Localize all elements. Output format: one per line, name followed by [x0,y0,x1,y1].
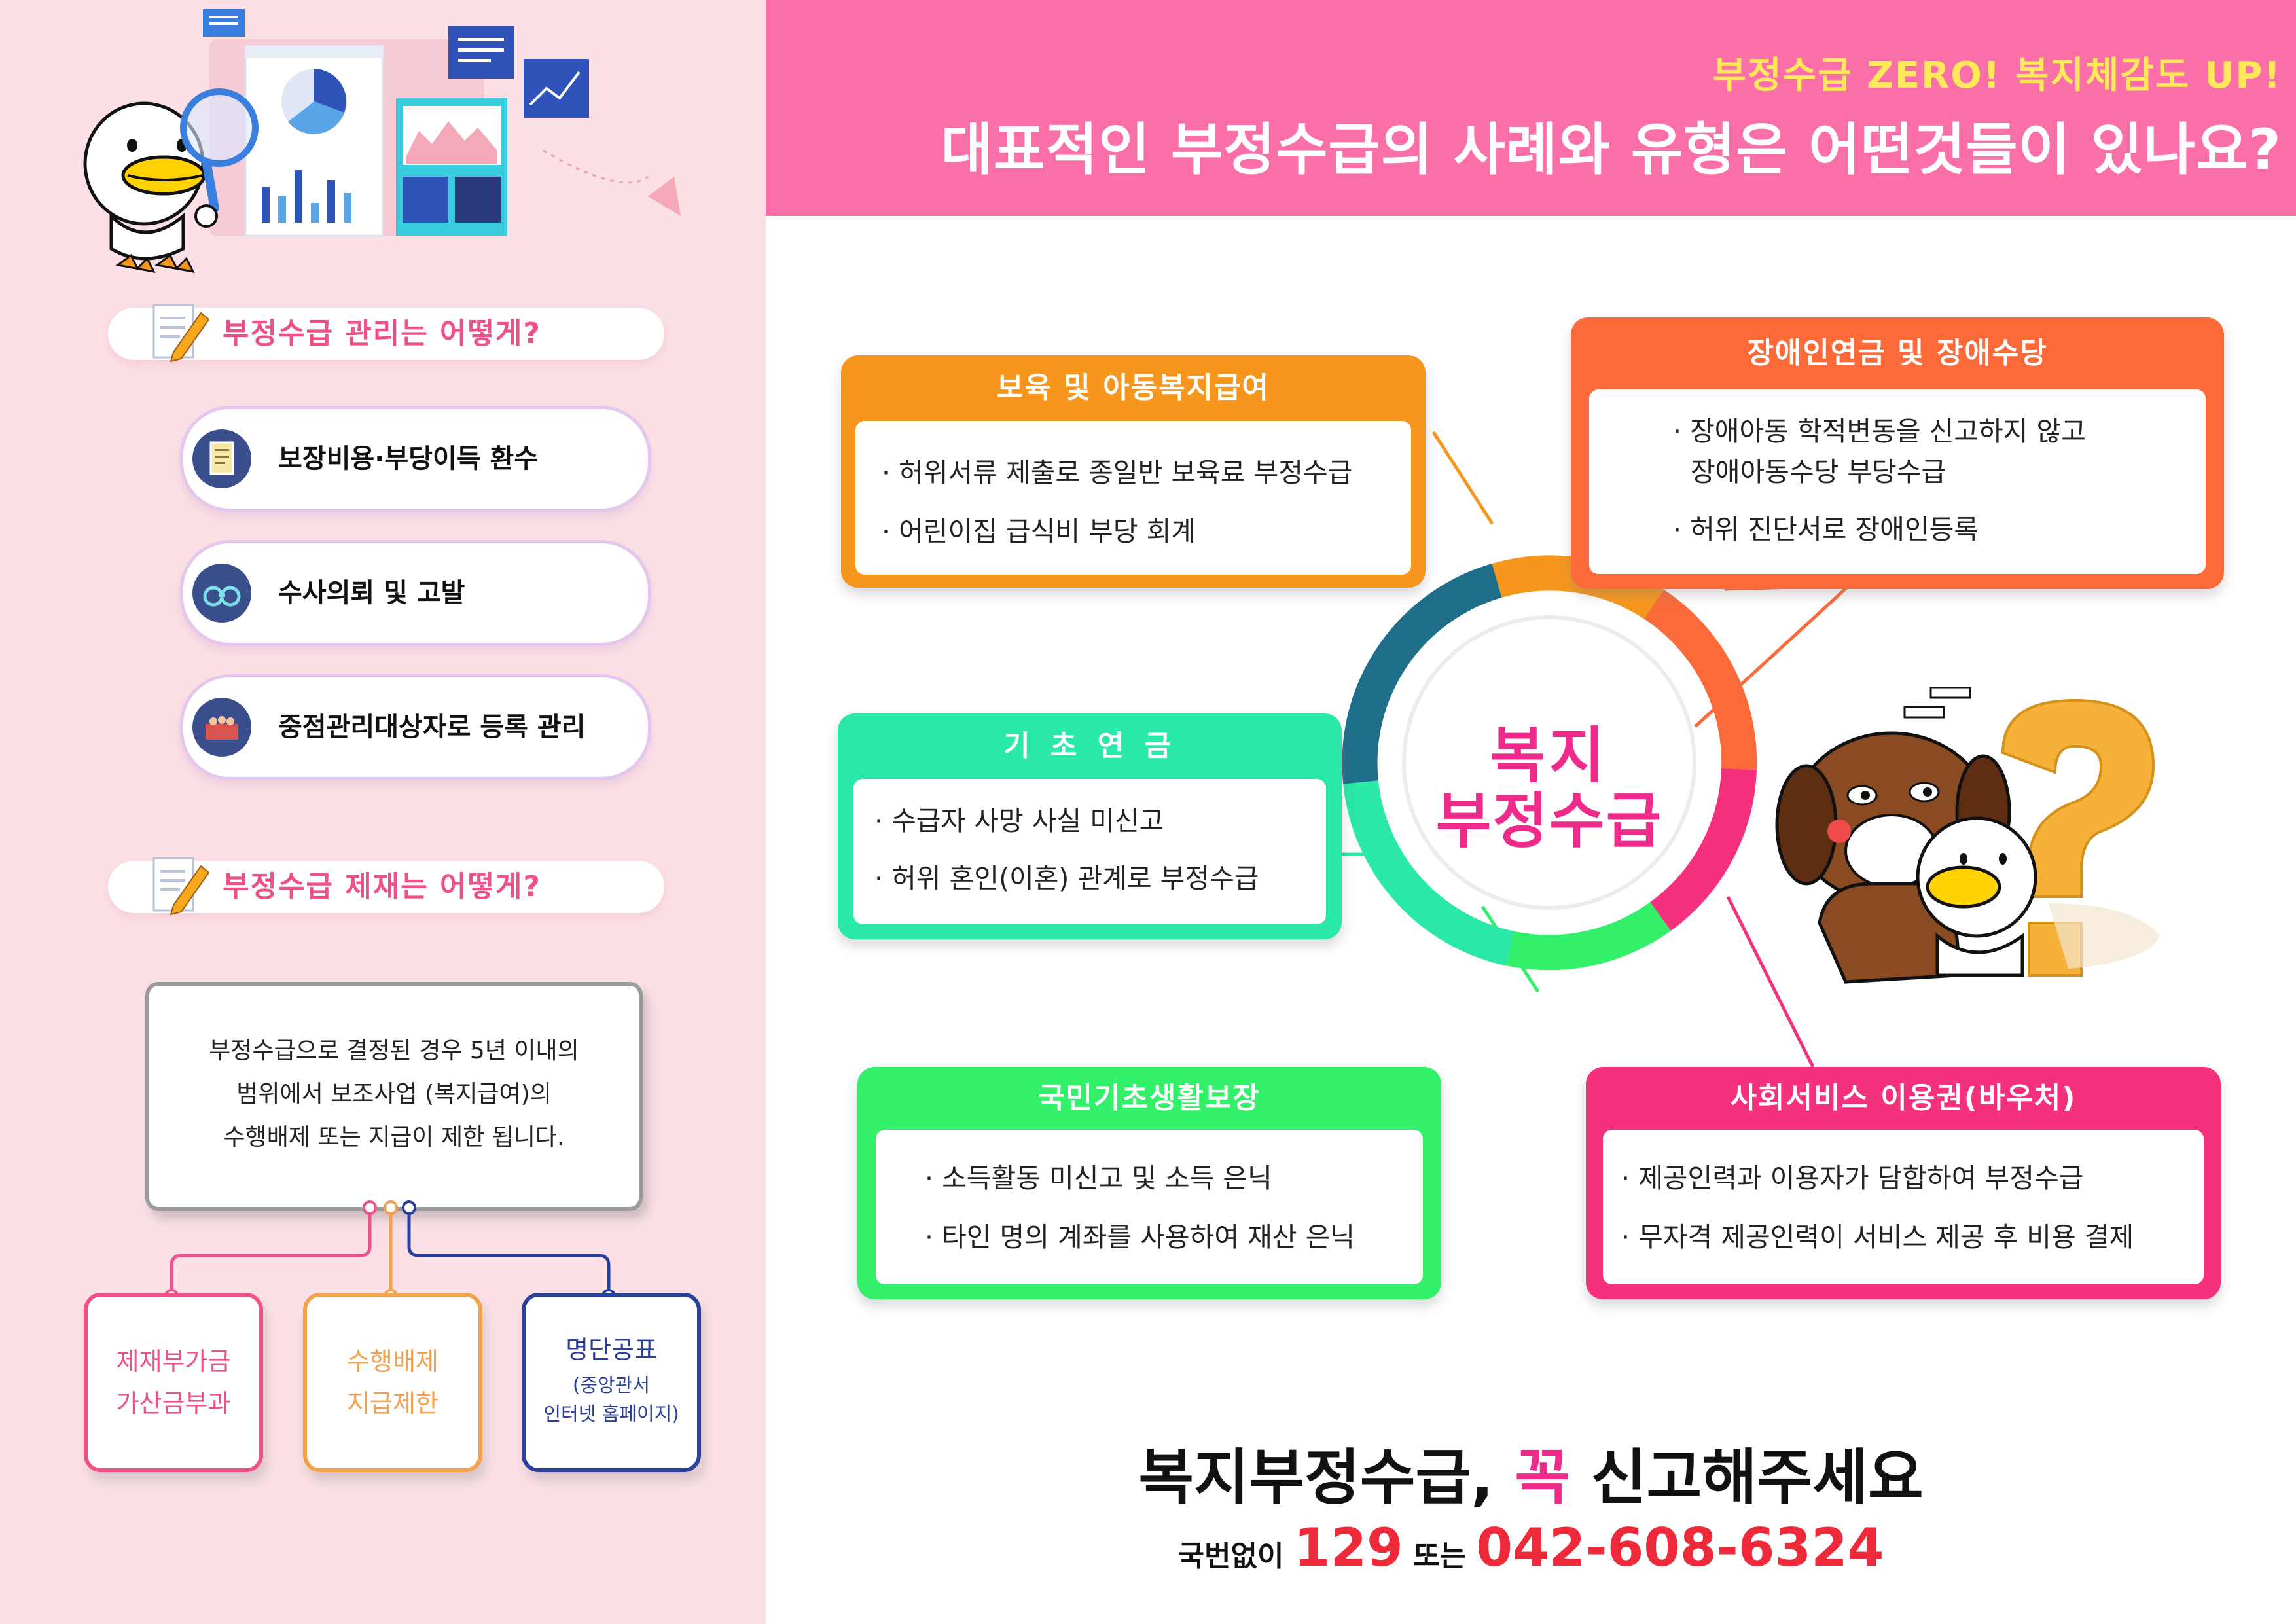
penalty-label: 지급제한 [347,1389,439,1418]
case-card-title: 보육 및 아동복지급여 [997,371,1270,405]
penalty-label: 가산금부과 [116,1389,231,1418]
sanction-description-line: 부정수급으로 결정된 경우 5년 이내의 [209,1038,579,1064]
header-subtitle: 부정수급 ZERO! 복지체감도 UP! [1712,54,2282,97]
case-card-disability: 장애인연금 및 장애수당 · 장애아동 학적변동을 신고하지 않고 장애아동수당… [1571,317,2224,589]
case-item: 장애아동수당 부당수급 [1691,456,1946,488]
footer-main-text: 신고해주세요 [1590,1443,1924,1513]
case-card-basic-pension: 기 초 연 금 · 수급자 사망 사실 미신고 · 허위 혼인(이혼) 관계로 … [838,713,1342,939]
management-heading: 부정수급 관리는 어떻게? [108,304,664,363]
case-card-title: 국민기초생활보장 [1038,1081,1261,1115]
footer-report-message: 복지부정수급, 꼭 신고해주세요 [766,1429,2296,1516]
sanctions-heading: 부정수급 제재는 어떻게? [108,857,664,916]
binoculars-icon [192,564,251,623]
case-card-body: · 장애아동 학적변동을 신고하지 않고 장애아동수당 부당수급 · 허위 진단… [1589,389,2206,574]
case-card-title: 기 초 연 금 [1003,729,1176,763]
connector-line [1726,895,1815,1068]
footer-main-accent: 꼭 [1515,1443,1570,1513]
management-item-monitoring: 중점관리대상자로 등록 관리 [180,674,651,780]
center-label-line2: 부정수급 [1435,786,1663,856]
case-card-title: 사회서비스 이용권(바우처) [1730,1081,2077,1115]
phone-separator: 또는 [1413,1540,1467,1573]
case-card-basic-livelihood: 국민기초생활보장 · 소득활동 미신고 및 소득 은닉 · 타인 명의 계좌를 … [857,1067,1441,1299]
phone-number-local[interactable]: 042-608-6324 [1476,1517,1884,1578]
management-item-label: 중점관리대상자로 등록 관리 [278,712,586,742]
case-item: · 타인 명의 계좌를 사용하여 재산 은닉 [925,1221,1355,1253]
sanction-description-box: 부정수급으로 결정된 경우 5년 이내의 범위에서 보조사업 (복지급여)의 수… [145,982,643,1211]
penalty-public-disclosure: 명단공표 (중앙관서 인터넷 홈페이지) [522,1293,701,1472]
case-item: · 장애아동 학적변동을 신고하지 않고 [1673,416,2086,447]
management-item-investigation: 수사의뢰 및 고발 [180,540,651,646]
people-monitor-icon [192,698,251,757]
case-card-body: · 허위서류 제출로 종일반 보육료 부정수급 · 어린이집 급식비 부당 회계 [855,421,1411,575]
data-analysis-illustration [83,9,681,274]
phone-number-129[interactable]: 129 [1293,1517,1403,1578]
management-item-label: 수사의뢰 및 고발 [278,578,465,608]
center-label-line1: 복지 [1490,721,1609,791]
penalty-exclusion: 수행배제 지급제한 [303,1293,482,1472]
phone-prefix: 국번없이 [1177,1540,1284,1573]
penalty-label: 제재부가금 [116,1347,231,1376]
case-item: · 제공인력과 이용자가 담합하여 부정수급 [1621,1163,2084,1194]
penalty-surcharge: 제재부가금 가산금부과 [84,1293,263,1472]
center-label: 복지 부정수급 [1418,723,1680,854]
header-banner: 부정수급 ZERO! 복지체감도 UP! 대표적인 부정수급의 사례와 유형은 … [766,0,2296,216]
connector-line [1431,431,1494,525]
sanction-connector-lines [164,1200,616,1303]
case-card-body: · 수급자 사망 사실 미신고 · 허위 혼인(이혼) 관계로 부정수급 [853,779,1326,924]
case-item: · 수급자 사망 사실 미신고 [874,805,1164,837]
management-item-label: 보장비용·부당이득 환수 [278,444,539,474]
characters-question-illustration [1775,687,2160,984]
penalty-label: 명단공표 [565,1335,657,1364]
penalty-label: 인터넷 홈페이지) [543,1403,679,1425]
sanction-description-line: 범위에서 보조사업 (복지급여)의 [236,1081,552,1108]
left-panel: 부정수급 관리는 어떻게? 보장비용·부당이득 환수 수사의뢰 및 고발 중점관… [0,0,766,1624]
management-heading-text: 부정수급 관리는 어떻게? [223,317,541,350]
case-card-title: 장애인연금 및 장애수당 [1747,336,2048,370]
case-item: · 어린이집 급식비 부당 회계 [882,516,1196,547]
case-card-body: · 소득활동 미신고 및 소득 은닉 · 타인 명의 계좌를 사용하여 재산 은… [876,1130,1423,1284]
case-item: · 허위 혼인(이혼) 관계로 부정수급 [874,863,1259,894]
sanctions-heading-text: 부정수급 제재는 어떻게? [223,870,541,903]
management-item-recovery: 보장비용·부당이득 환수 [180,406,651,512]
document-icon [192,429,251,488]
case-card-childcare: 보육 및 아동복지급여 · 허위서류 제출로 종일반 보육료 부정수급 · 어린… [841,355,1426,588]
penalty-label: (중앙관서 [572,1374,651,1396]
memo-pencil-icon [152,304,210,363]
footer-main-text: 복지부정수급, [1138,1443,1494,1513]
case-card-voucher: 사회서비스 이용권(바우처) · 제공인력과 이용자가 담합하여 부정수급 · … [1586,1067,2221,1299]
penalty-label: 수행배제 [347,1347,439,1376]
memo-pencil-icon [152,857,210,916]
header-title: 대표적인 부정수급의 사례와 유형은 어떤것들이 있나요? [941,117,2282,183]
case-item: · 허위 진단서로 장애인등록 [1673,514,1979,545]
connector-line-disability [1694,581,1854,728]
sanction-description-line: 수행배제 또는 지급이 제한 됩니다. [223,1124,565,1151]
case-item: · 소득활동 미신고 및 소득 은닉 [925,1163,1272,1194]
case-card-body: · 제공인력과 이용자가 담합하여 부정수급 · 무자격 제공인력이 서비스 제… [1603,1130,2204,1284]
footer-phone-line: 국번없이 129 또는 042-608-6324 [766,1517,2296,1578]
case-item: · 허위서류 제출로 종일반 보육료 부정수급 [882,457,1353,488]
case-item: · 무자격 제공인력이 서비스 제공 후 비용 결제 [1621,1221,2134,1253]
